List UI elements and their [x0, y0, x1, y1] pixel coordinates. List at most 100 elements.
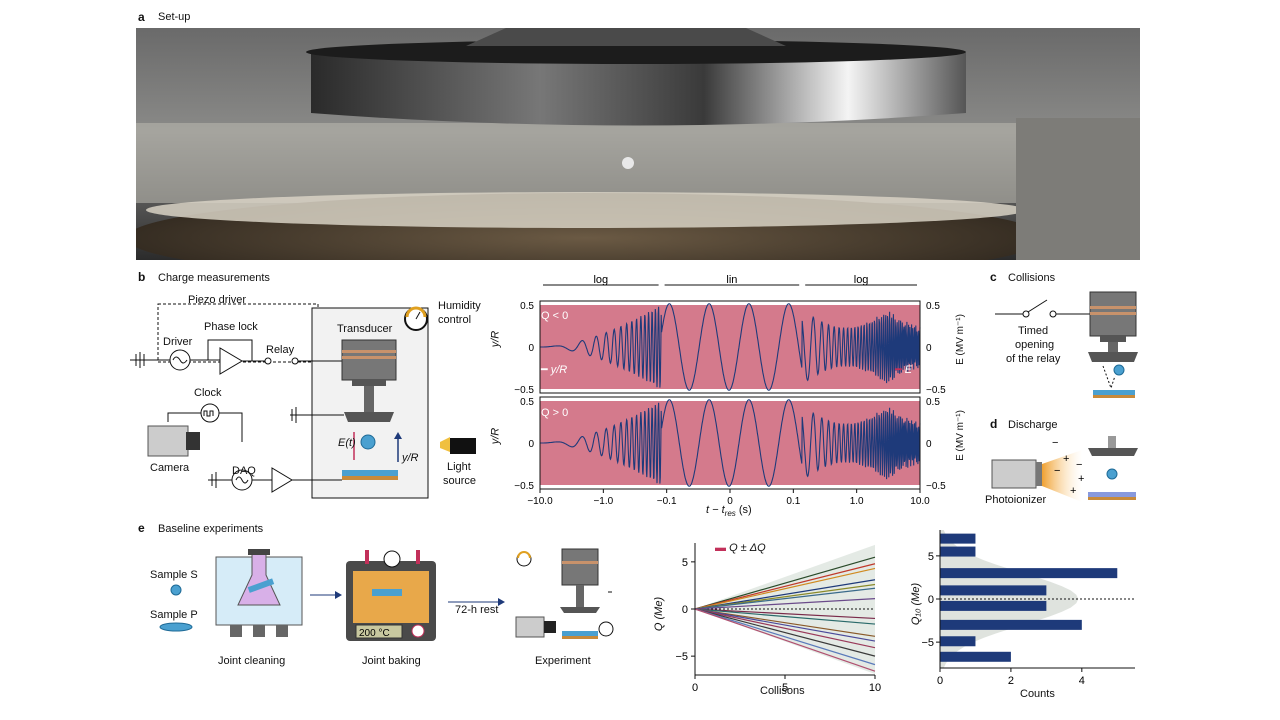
osc-ytick-label-right: −0.5 [926, 481, 946, 492]
collisions-opening: opening [1015, 339, 1055, 351]
osc-ytick-label-right: 0.5 [926, 301, 940, 312]
osc-ytick-label: 0 [528, 343, 534, 354]
svg-text:−: − [1076, 459, 1082, 471]
qhist-bar [940, 619, 1082, 630]
osc-section-label: lin [726, 275, 737, 286]
qline-xtick-label: 5 [782, 682, 788, 694]
svg-text:+: + [1063, 453, 1069, 465]
qline-series [694, 608, 876, 625]
qhist-xtick-label: 4 [1079, 675, 1085, 687]
qline-series [694, 608, 876, 672]
qline-legend-text: Q ± ΔQ [729, 542, 766, 554]
osc-ylabel-right-top: E (MV m⁻¹) [954, 314, 966, 365]
qline-legend: ▬ Q ± ΔQ [715, 542, 766, 554]
label-piezo-driver: Piezo driver [188, 294, 247, 306]
baseline-joint-baking: Joint baking [362, 655, 421, 667]
panel-c-letter: c [990, 270, 997, 284]
qline-series [694, 579, 876, 610]
osc-ytick-label-right: 0.5 [926, 397, 940, 408]
panel-c-title: Collisions [1008, 272, 1056, 284]
qline-ytick-label: −5 [675, 651, 688, 663]
discharge-diagram: −+ −− ++ [991, 436, 1138, 502]
label-e-t: E(t) [338, 437, 356, 449]
panel-e-title: Baseline experiments [158, 523, 264, 535]
osc-section-label: log [854, 275, 869, 286]
osc-ylabel-left-top: y/R [489, 330, 502, 348]
qline-series [694, 608, 876, 649]
qline-series [694, 608, 876, 642]
label-transducer: Transducer [337, 323, 393, 335]
qline-series [694, 583, 876, 610]
qhist-bar [940, 636, 976, 647]
svg-text:200 °C: 200 °C [359, 628, 390, 639]
osc-bottom-tag: Q > 0 [541, 407, 569, 419]
qline-xtick-label: 0 [692, 682, 698, 694]
baseline-sample-s: Sample S [150, 569, 198, 581]
osc-xtick-label: −0.1 [657, 496, 677, 507]
collisions-timed: Timed [1018, 325, 1049, 337]
osc-xtick-label: −10.0 [527, 496, 553, 507]
baseline-rest: 72-h rest [455, 604, 499, 616]
osc-xlabel-sub: res [724, 509, 736, 519]
qhist-ytick-label: 0 [928, 594, 934, 606]
charge-vs-collisions-chart: 5 0 −5 0 5 10 [675, 543, 881, 694]
osc-xtick-label: 0 [727, 496, 733, 507]
osc-legend-right: ━ E [895, 364, 913, 376]
osc-y-series [540, 303, 921, 391]
label-relay: Relay [266, 344, 295, 356]
osc-ytick-label: 0.5 [520, 397, 534, 408]
qline-series [694, 608, 876, 666]
osc-ytick-label: 0.5 [520, 301, 534, 312]
panel-e-letter: e [138, 521, 145, 535]
qline-series [694, 608, 876, 657]
osc-xtick-label: 1.0 [850, 496, 864, 507]
qhist-bar [940, 600, 1047, 611]
baseline-sample-p: Sample P [150, 609, 198, 621]
qhist-xtick-label: 2 [1008, 675, 1014, 687]
qline-series [694, 598, 876, 610]
setup-photo [136, 28, 1140, 260]
qline-ytick-label: 0 [682, 604, 688, 616]
qhist-bar [940, 546, 976, 557]
osc-xtick-label: −1.0 [593, 496, 613, 507]
qline-xtick-label: 10 [869, 682, 881, 694]
qline-ytick-label: 5 [682, 557, 688, 569]
collisions-relay: of the relay [1006, 353, 1061, 365]
osc-field-band [540, 305, 920, 389]
osc-ytick-label: −0.5 [514, 481, 534, 492]
label-driver: Driver [163, 336, 193, 348]
svg-text:+: + [1078, 473, 1084, 485]
svg-text:−: − [1054, 465, 1060, 477]
osc-top-tag: Q < 0 [541, 310, 569, 322]
qhist-xlabel: Counts [1020, 688, 1055, 700]
qline-series [694, 608, 876, 637]
osc-ylabel-left-bottom: y/R [489, 427, 502, 445]
collisions-diagram [995, 291, 1138, 398]
panel-d-title: Discharge [1008, 419, 1058, 431]
label-control: control [438, 314, 472, 326]
baseline-joint-cleaning: Joint cleaning [218, 655, 286, 667]
label-y-r: y/R [402, 452, 419, 464]
osc-ytick-label: −0.5 [514, 385, 534, 396]
qhist-ytick-label: −5 [921, 637, 934, 649]
qline-xlabel: Collisons [760, 685, 805, 697]
osc-axes-frame [539, 300, 921, 394]
qhist-bar [940, 533, 976, 544]
osc-legend-left: ━ y/R [541, 364, 568, 376]
qline-ylabel: Q (Me) [653, 596, 666, 632]
label-light: Light [447, 461, 471, 473]
osc-xlabel-main: t − t [706, 504, 725, 516]
qline-series [694, 567, 876, 610]
osc-ytick-label-right: −0.5 [926, 385, 946, 396]
qhist-bar [940, 568, 1118, 579]
baseline-experiment: Experiment [535, 655, 591, 667]
osc-xlabel: t − tres (s) [706, 504, 752, 518]
baseline-diagram: 200 °C [159, 548, 614, 641]
circuit-diagram [130, 303, 476, 499]
osc-legend-left-text: y/R [550, 364, 568, 376]
label-humidity: Humidity [438, 300, 481, 312]
osc-ytick-label-right: 0 [926, 343, 932, 354]
label-source: source [443, 475, 477, 487]
